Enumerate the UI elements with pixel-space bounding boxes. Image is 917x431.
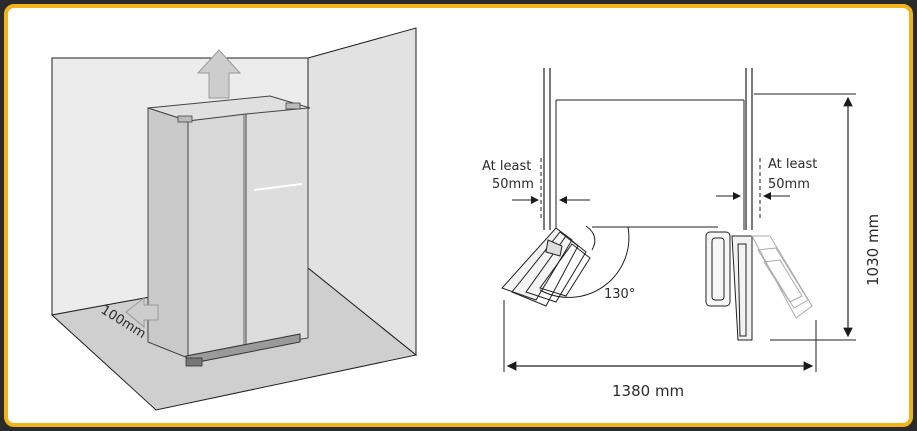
fridge-right-door [245, 107, 309, 349]
right-open-door [705, 231, 753, 341]
door-angle-arc [539, 226, 630, 298]
top-clearance-arrow-icon [196, 49, 242, 99]
right-clearance-line2: 50mm [768, 177, 810, 192]
right-clearance-line1: At least [768, 157, 817, 172]
depth-dimension-label: 1030 mm [864, 214, 882, 286]
left-open-door [501, 225, 596, 307]
right-door-ghost [751, 235, 813, 319]
door-angle-label: 130° [604, 287, 635, 302]
left-clearance-line1: At least [482, 159, 531, 174]
side-clearance-arrow-icon [125, 296, 159, 329]
top-view: At least 50mm At least 50mm 130° [482, 68, 882, 400]
fridge-left-door [187, 113, 247, 359]
left-clearance-line2: 50mm [492, 177, 534, 192]
width-dimension-label: 1380 mm [612, 382, 684, 400]
room-view: 100mm [50, 27, 418, 411]
